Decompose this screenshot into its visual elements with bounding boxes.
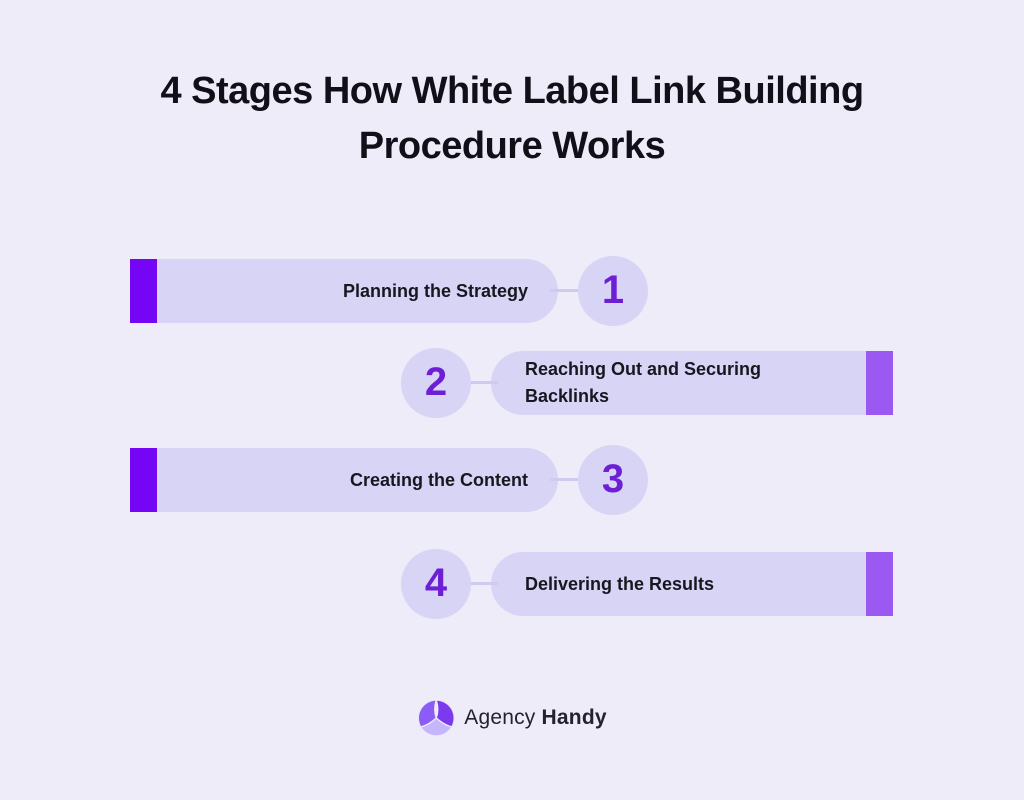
stage-1-connector-line (550, 289, 584, 292)
triskelion-swirl-icon (418, 700, 455, 736)
stage-1-number-badge: 1 (578, 256, 648, 326)
stage-2-label: Reaching Out and Securing Backlinks (525, 359, 762, 406)
stage-4-bar: Delivering the Results (491, 552, 893, 616)
stage-1-accent-stripe (130, 259, 157, 323)
stage-4-number-badge: 4 (401, 549, 471, 619)
stage-3-bar: Creating the Content (130, 448, 558, 512)
stage-3-number: 3 (601, 457, 625, 501)
stage-1-number: 1 (601, 268, 625, 312)
stage-2-number: 2 (424, 360, 448, 404)
page-title-line-2: Procedure Works (358, 125, 666, 167)
stage-3-connector-line (550, 478, 584, 481)
stage-1-label: Planning the Strategy (342, 280, 528, 301)
brand-name-bold: Handy (541, 706, 607, 729)
stage-4-number: 4 (424, 561, 448, 605)
stage-4-accent-stripe (866, 552, 893, 616)
page-title-line-1: 4 Stages How White Label Link Building (160, 70, 864, 112)
stage-3-accent-stripe (130, 448, 157, 512)
stage-2-bar: Reaching Out and Securing Backlinks (491, 351, 893, 415)
stage-1-bar: Planning the Strategy (130, 259, 558, 323)
brand-name: Agency Handy (464, 706, 606, 730)
stage-4-label: Delivering the Results (525, 573, 715, 594)
stage-3-label: Creating the Content (350, 469, 528, 490)
brand-name-regular: Agency (464, 706, 536, 729)
stage-2-connector-line (464, 381, 498, 384)
stage-4-connector-line (464, 582, 498, 585)
brand-footer: Agency Handy (417, 699, 607, 737)
stage-3-number-badge: 3 (578, 445, 648, 515)
stage-2-number-badge: 2 (401, 348, 471, 418)
stage-2-accent-stripe (866, 351, 893, 415)
page-title: 4 Stages How White Label Link Building P… (0, 64, 1024, 174)
